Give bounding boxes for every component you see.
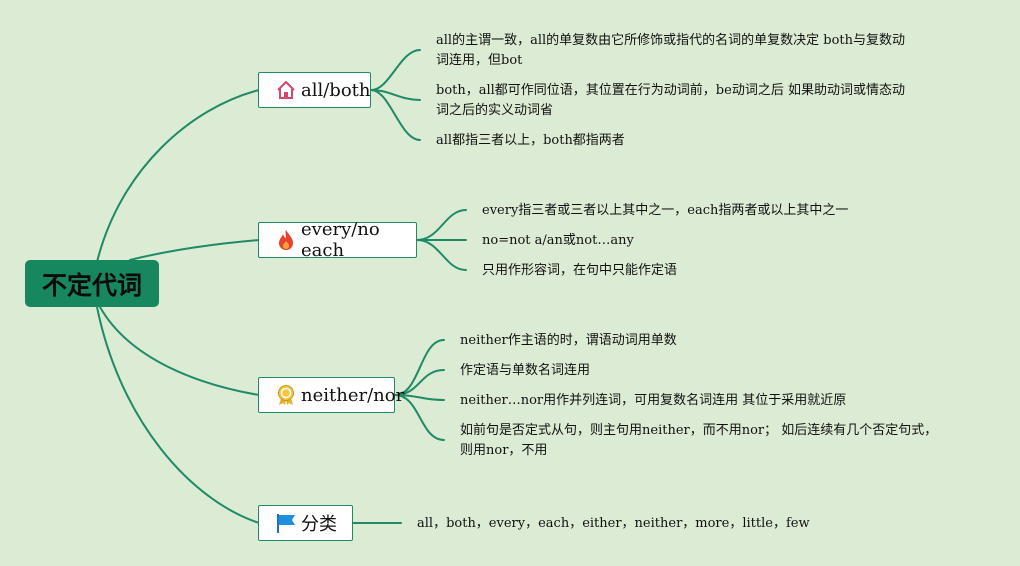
fire-icon xyxy=(275,229,297,251)
connector-root-allboth xyxy=(96,89,260,263)
leaf-neither-4: 如前句是否定式从句，则主句用neither，而不用nor； 如后连续有几个否定句… xyxy=(460,421,937,461)
leaf-line: no=not a/an或not…any xyxy=(482,233,634,248)
branch-label: neither/nor xyxy=(301,384,405,406)
branch-all-both[interactable]: all/both xyxy=(258,72,371,108)
connector-root-everyno xyxy=(129,239,260,261)
leaf-everyno-1: every指三者或三者以上其中之一，each指两者或以上其中之一 xyxy=(482,201,848,221)
leaf-allboth-2: both，all都可作同位语，其位置在行为动词前，be动词之后 如果助动词或情态… xyxy=(436,81,905,121)
connector-everyno-leaf1 xyxy=(416,209,467,241)
connector-everyno-leaf3 xyxy=(416,239,467,271)
branch-fenlei[interactable]: 分类 xyxy=(258,505,353,541)
leaf-neither-2: 作定语与单数名词连用 xyxy=(460,361,590,381)
flag-icon xyxy=(275,512,297,534)
leaf-fenlei-1: all，both，every，each，either，neither，more，… xyxy=(417,514,810,534)
leaf-line: 则用nor，不用 xyxy=(460,443,548,458)
branch-label: every/no each xyxy=(301,219,380,261)
connector-root-neither xyxy=(99,306,260,396)
connector-allboth-leaf1 xyxy=(370,49,421,91)
connector-neither-leaf1 xyxy=(394,339,445,396)
leaf-line: both，all都可作同位语，其位置在行为动词前，be动词之后 如果助动词或情态… xyxy=(436,83,905,98)
leaf-line: 只用作形容词，在句中只能作定语 xyxy=(482,263,678,278)
connector-neither-leaf4 xyxy=(394,394,445,441)
branch-label: 分类 xyxy=(301,514,337,535)
leaf-everyno-3: 只用作形容词，在句中只能作定语 xyxy=(482,261,677,281)
leaf-line: neither作主语的时，谓语动词用单数 xyxy=(460,333,677,348)
leaf-line: 作定语与单数名词连用 xyxy=(460,363,591,378)
leaf-neither-1: neither作主语的时，谓语动词用单数 xyxy=(460,331,677,351)
root-node[interactable]: 不定代词 xyxy=(25,260,159,307)
leaf-line: all的主谓一致，all的单复数由它所修饰或指代的名词的单复数决定 both与复… xyxy=(436,33,906,48)
leaf-everyno-2: no=not a/an或not…any xyxy=(482,231,634,251)
leaf-line: neither…nor用作并列连词，可用复数名词连用 其位于采用就近原 xyxy=(460,393,847,408)
leaf-neither-3: neither…nor用作并列连词，可用复数名词连用 其位于采用就近原 xyxy=(460,391,846,411)
leaf-line: all，both，every，each，either，neither，more，… xyxy=(417,516,810,531)
leaf-line: every指三者或三者以上其中之一，each指两者或以上其中之一 xyxy=(482,203,849,218)
connector-root-fenlei xyxy=(96,306,260,524)
connector-allboth-leaf3 xyxy=(370,89,421,141)
house-icon xyxy=(275,79,297,101)
branch-every-no-each[interactable]: every/no each xyxy=(258,219,417,261)
leaf-line: 如前句是否定式从句，则主句用neither，而不用nor； 如后连续有几个否定句… xyxy=(460,423,938,438)
leaf-allboth-1: all的主谓一致，all的单复数由它所修饰或指代的名词的单复数决定 both与复… xyxy=(436,31,905,71)
leaf-line: all都指三者以上，both都指两者 xyxy=(436,133,625,148)
leaf-allboth-3: all都指三者以上，both都指两者 xyxy=(436,131,625,151)
branch-neither-nor[interactable]: neither/nor xyxy=(258,377,404,413)
leaf-line: 词连用，但bot xyxy=(436,53,523,68)
branch-label: all/both xyxy=(301,79,371,101)
leaf-line: 词之后的实义动词省 xyxy=(436,103,554,118)
award-medal-icon xyxy=(275,384,297,406)
